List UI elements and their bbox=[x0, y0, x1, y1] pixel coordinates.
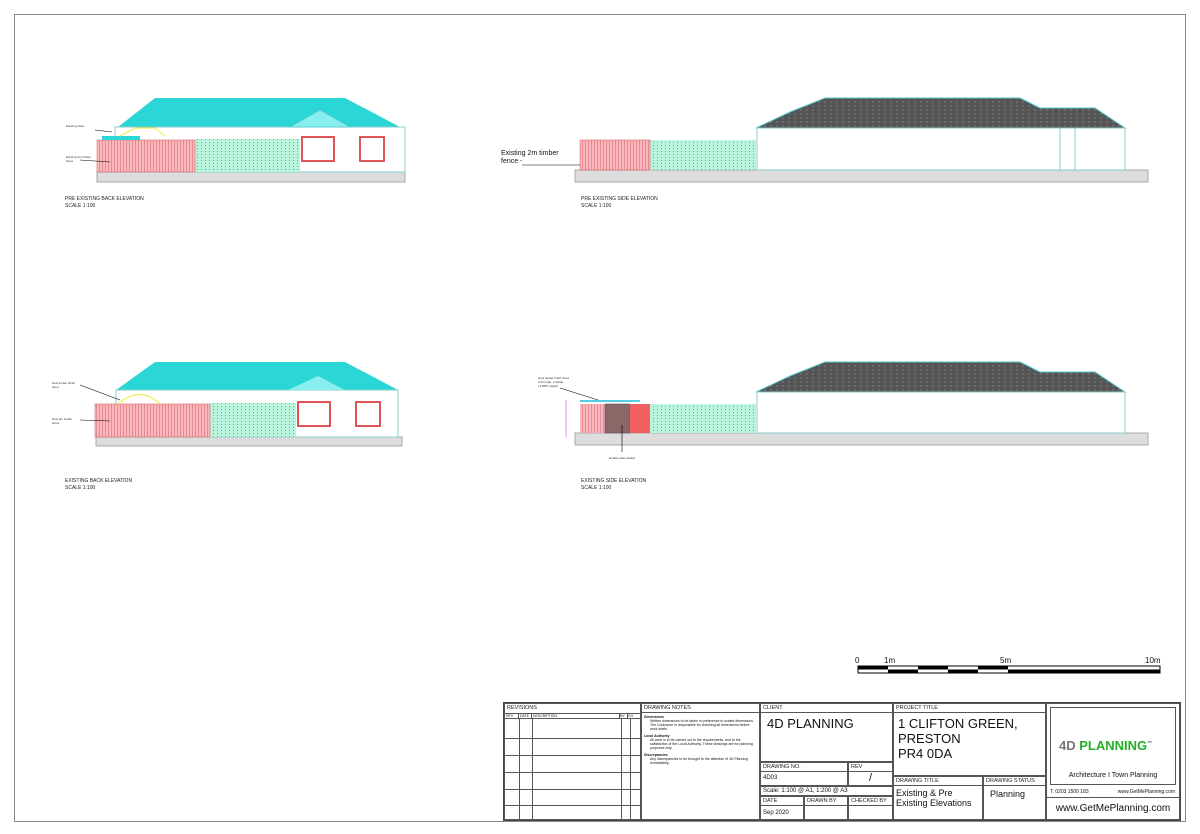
logo-box: 4D PLANNING™ Architecture I Town Plannin… bbox=[1050, 707, 1176, 785]
client-cell: CLIENT 4D PLANNING bbox=[760, 703, 893, 762]
drawing-scale: SCALE 1:100 bbox=[581, 203, 612, 209]
drawing-title-value: Existing & Pre Existing Elevations bbox=[896, 788, 972, 808]
client-value: 4D PLANNING bbox=[767, 716, 854, 731]
pre-existing-back-elevation bbox=[79, 98, 406, 183]
client-header: CLIENT bbox=[761, 704, 892, 713]
logo-panel: 4D PLANNING™ Architecture I Town Plannin… bbox=[1046, 703, 1180, 820]
col-header: DATE bbox=[519, 714, 532, 718]
drawing-notes: DRAWING NOTES Dimensions Written dimensi… bbox=[641, 703, 760, 820]
project-address-line: 1 CLIFTON GREEN, bbox=[898, 716, 1018, 731]
scale-bar bbox=[857, 665, 1161, 674]
note-text: All work is to be carried out to the req… bbox=[650, 738, 753, 750]
project-title-header: PROJECT TITLE bbox=[894, 704, 1045, 713]
annotation: New 2m timber fence bbox=[52, 417, 73, 425]
rev-value: / bbox=[868, 772, 873, 784]
title-block: REVISIONS REV DATE DESCRIPTION BY CH DRA… bbox=[503, 702, 1181, 821]
drawing-status-header: DRAWING STATUS bbox=[984, 777, 1045, 786]
drawing-title-header: DRAWING TITLE bbox=[894, 777, 982, 786]
annotation: Existing shed bbox=[66, 124, 84, 128]
website-small: www.GetMePlanning.com bbox=[1117, 789, 1175, 795]
drawing-no-cell: DRAWING NO. 4D03 bbox=[760, 762, 848, 786]
drawing-title: PRE EXISTING BACK ELEVATION bbox=[65, 196, 144, 202]
drawn-by-cell: DRAWN BY bbox=[804, 796, 848, 820]
col-header: REV bbox=[505, 714, 519, 718]
drawing-status-cell: DRAWING STATUS Planning bbox=[983, 776, 1046, 820]
col-header: BY bbox=[620, 714, 628, 718]
drawing-title: PRE EXISTING SIDE ELEVATION bbox=[581, 196, 658, 202]
note-title: Dimensions bbox=[644, 715, 664, 719]
note-title: Discrepancies bbox=[644, 753, 668, 757]
existing-back-elevation bbox=[79, 362, 403, 447]
revisions-header: REVISIONS bbox=[507, 705, 537, 711]
col-header: DESCRIPTION bbox=[532, 714, 620, 718]
phone-number: T: 0203 1500 183 bbox=[1050, 789, 1089, 795]
drawing-title: EXISTING SIDE ELEVATION bbox=[581, 478, 647, 484]
drawing-title-cell: DRAWING TITLE Existing & Pre Existing El… bbox=[893, 776, 983, 820]
drawing-frame bbox=[14, 14, 1186, 822]
logo-prefix: 4D bbox=[1059, 738, 1076, 753]
logo-tm: ™ bbox=[1147, 740, 1153, 747]
checked-by-cell: CHECKED BY bbox=[848, 796, 893, 820]
project-address-line: PRESTON bbox=[898, 731, 961, 746]
drawn-by-header: DRAWN BY bbox=[805, 797, 847, 806]
note-title: Local Authority bbox=[644, 734, 670, 738]
drawing-no-value: 4D03 bbox=[763, 775, 778, 781]
scale-label: 5m bbox=[1000, 656, 1012, 665]
logo-tagline: Architecture I Town Planning bbox=[1068, 772, 1158, 779]
note-text: Written dimensions to be taken in prefer… bbox=[650, 719, 755, 731]
company-logo: 4D PLANNING™ bbox=[1059, 738, 1152, 753]
annotation: Existing 2m timber fence - bbox=[501, 150, 559, 165]
website-link[interactable]: www.GetMePlanning.com bbox=[1055, 803, 1171, 814]
checked-by-header: CHECKED BY bbox=[849, 797, 892, 806]
pre-existing-side-elevation bbox=[522, 97, 1149, 183]
annotation: Double Gate added bbox=[608, 456, 636, 460]
scale-label: 10m bbox=[1145, 656, 1161, 665]
project-address-line: PR4 0DA bbox=[898, 746, 953, 761]
date-value: Sep 2020 bbox=[763, 810, 789, 816]
date-cell: DATE Sep 2020 bbox=[760, 796, 804, 820]
rev-header: REV bbox=[849, 763, 892, 772]
drawing-title: EXISTING BACK ELEVATION bbox=[65, 478, 133, 484]
drawing-status-value: Planning bbox=[990, 789, 1026, 799]
drawing-scale: SCALE 1:100 bbox=[65, 485, 96, 491]
annotation: Existing 2m timber fence bbox=[66, 155, 91, 163]
scale-label: 1m bbox=[884, 656, 896, 665]
existing-side-elevation bbox=[559, 361, 1149, 452]
scale-label: 0 bbox=[855, 656, 860, 665]
drawing-scale: SCALE 1:100 bbox=[65, 203, 96, 209]
annotation: New render finish shed, 2.5m high, 3.1wi… bbox=[538, 376, 570, 388]
annotation: New timber finish shed bbox=[52, 381, 76, 389]
project-title-cell: PROJECT TITLE 1 CLIFTON GREEN, PRESTON P… bbox=[893, 703, 1046, 776]
notes-header: DRAWING NOTES bbox=[642, 704, 759, 713]
drawing-scale: SCALE 1:100 bbox=[581, 485, 612, 491]
scale-cell: Scale: 1:100 @ A1, 1:200 @ A3 bbox=[760, 786, 893, 796]
revisions-table: REVISIONS REV DATE DESCRIPTION BY CH bbox=[504, 703, 641, 820]
logo-name: PLANNING bbox=[1079, 738, 1148, 753]
date-header: DATE bbox=[761, 797, 803, 806]
col-header: CH bbox=[628, 714, 634, 718]
drawing-no-header: DRAWING NO. bbox=[761, 763, 847, 772]
rev-cell: REV / bbox=[848, 762, 893, 786]
note-text: Any discrepancies to be brought to the a… bbox=[650, 757, 749, 765]
